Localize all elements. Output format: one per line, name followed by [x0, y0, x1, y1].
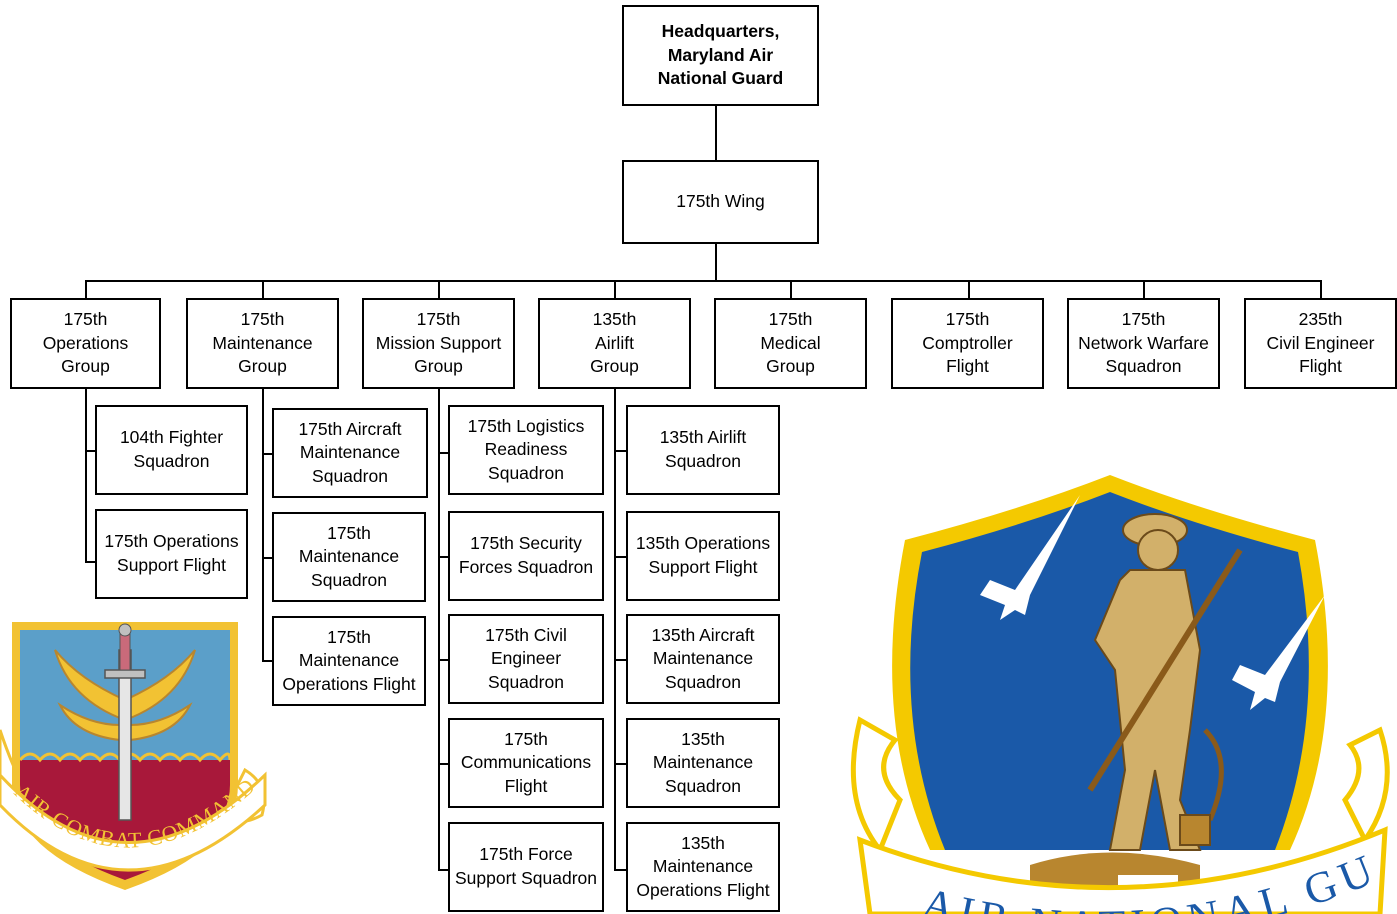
group-box-maintenance: 175th Maintenance Group	[186, 298, 339, 389]
unit-box-airlift-0: 135th Airlift Squadron	[626, 405, 780, 495]
msg-tick-3	[438, 763, 450, 765]
airlift-trunk	[614, 388, 616, 871]
unit-box-mx-1: 175th Maintenance Squadron	[272, 512, 426, 602]
unit-box-airlift-4: 135th Maintenance Operations Flight	[626, 822, 780, 912]
wing-box: 175th Wing	[622, 160, 819, 244]
mx-tick-2	[262, 660, 274, 662]
connector-group-2	[438, 280, 440, 300]
airlift-tick-1	[614, 556, 628, 558]
unit-box-msg-2: 175th Civil Engineer Squadron	[448, 614, 604, 704]
unit-box-airlift-2: 135th Aircraft Maintenance Squadron	[626, 614, 780, 704]
group-box-civil-engineer: 235th Civil Engineer Flight	[1244, 298, 1397, 389]
unit-box-msg-3: 175th Communications Flight	[448, 718, 604, 808]
msg-tick-0	[438, 452, 450, 454]
ops-trunk	[85, 388, 87, 563]
mx-trunk	[262, 388, 264, 662]
unit-box-ops-1: 175th Operations Support Flight	[95, 509, 248, 599]
ops-tick-1	[85, 561, 97, 563]
unit-box-airlift-1: 135th Operations Support Flight	[626, 511, 780, 601]
msg-tick-1	[438, 556, 450, 558]
unit-box-msg-1: 175th Security Forces Squadron	[448, 511, 604, 601]
connector-group-1	[262, 280, 264, 300]
group-box-operations: 175th Operations Group	[10, 298, 161, 389]
group-box-network-warfare: 175th Network Warfare Squadron	[1067, 298, 1220, 389]
airlift-tick-4	[614, 869, 628, 871]
connector-hq-wing	[715, 104, 717, 162]
connector-group-0	[85, 280, 87, 300]
group-bus-line	[85, 280, 1322, 282]
msg-tick-2	[438, 659, 450, 661]
group-box-comptroller: 175th Comptroller Flight	[891, 298, 1044, 389]
air-national-guard-shield-icon: AIR NATIONAL GUARD	[840, 470, 1390, 914]
group-box-mission-support: 175th Mission Support Group	[362, 298, 515, 389]
connector-group-6	[1143, 280, 1145, 300]
mx-tick-0	[262, 453, 274, 455]
connector-group-5	[968, 280, 970, 300]
airlift-tick-0	[614, 450, 628, 452]
airlift-tick-3	[614, 763, 628, 765]
group-box-medical: 175th Medical Group	[714, 298, 867, 389]
unit-box-msg-0: 175th Logistics Readiness Squadron	[448, 405, 604, 495]
connector-group-4	[790, 280, 792, 300]
airlift-tick-2	[614, 659, 628, 661]
unit-box-mx-2: 175th Maintenance Operations Flight	[272, 616, 426, 706]
connector-wing-bus	[715, 242, 717, 282]
mx-tick-1	[262, 557, 274, 559]
unit-box-airlift-3: 135th Maintenance Squadron	[626, 718, 780, 808]
ops-tick-0	[85, 450, 97, 452]
msg-tick-4	[438, 869, 450, 871]
unit-box-msg-4: 175th Force Support Squadron	[448, 822, 604, 912]
unit-box-ops-0: 104th Fighter Squadron	[95, 405, 248, 495]
connector-group-7	[1320, 280, 1322, 300]
unit-box-mx-0: 175th Aircraft Maintenance Squadron	[272, 408, 428, 498]
msg-trunk	[438, 388, 440, 871]
connector-group-3	[614, 280, 616, 300]
hq-box: Headquarters, Maryland Air National Guar…	[622, 5, 819, 106]
air-combat-command-shield-icon: AIR COMBAT COMMAND	[0, 622, 267, 890]
group-box-airlift: 135th Airlift Group	[538, 298, 691, 389]
